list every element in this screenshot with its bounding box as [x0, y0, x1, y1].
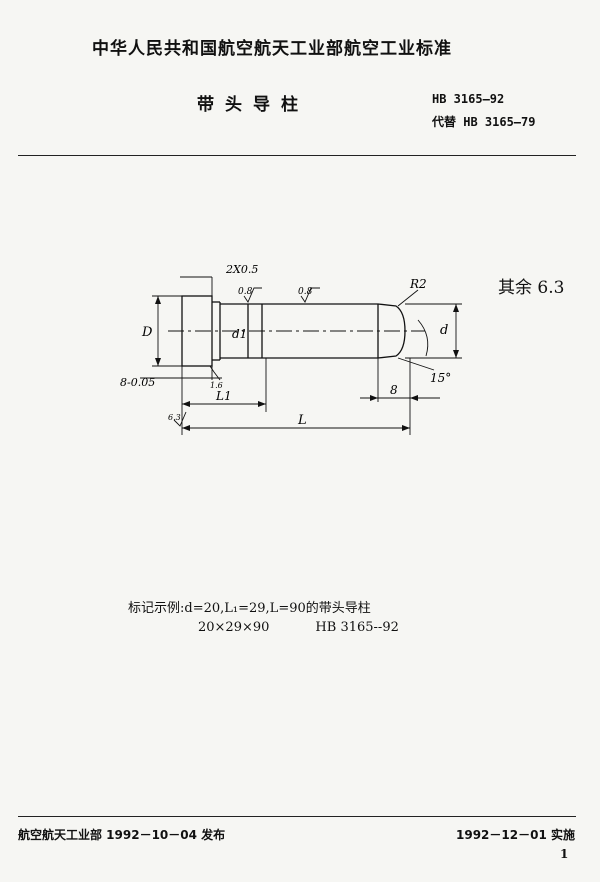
issue-date: 航空航天工业部 1992－10－04 发布: [18, 828, 226, 842]
dim-8-label: 8: [390, 383, 398, 397]
chamfer-label: 2X0.5: [225, 263, 258, 276]
standard-number: HB 3165—92: [432, 92, 505, 106]
page-number: 1: [560, 847, 569, 861]
radius-label: R2: [409, 277, 427, 291]
dim-L1-label: L1: [215, 389, 232, 403]
header-rule: [18, 155, 576, 156]
marking-code: 20×29×90: [198, 620, 270, 635]
footer-rule: [18, 816, 576, 817]
angle-label: 15°: [430, 371, 451, 385]
marking-code-line: 20×29×90 HB 3165--92: [198, 620, 399, 635]
marking-std: HB 3165--92: [315, 620, 399, 635]
head-thickness-label: 8-0.05: [120, 376, 155, 389]
guide-pillar-drawing: 2X0.5 0.8 0.8 R2 D d1 d 15° 8-0.05 1.6 6…: [120, 263, 462, 435]
remaining-roughness-note: 其余 6.3: [498, 278, 565, 298]
marking-example: 标记示例:d=20,L₁=29,L=90的带头导柱: [128, 601, 371, 616]
roughness-label-2: 0.8: [298, 287, 313, 297]
dim-d-label: d: [440, 323, 448, 338]
roughness-bottom-label: 6.3: [168, 413, 181, 422]
implementation-date: 1992－12－01 实施: [456, 828, 575, 842]
dim-L-label: L: [297, 413, 307, 428]
issuing-authority: 中华人民共和国航空航天工业部航空工业标准: [92, 39, 452, 59]
replaces-standard: 代替 HB 3165—79: [432, 115, 536, 129]
dim-D-label: D: [141, 325, 153, 340]
document-title: 带头导柱: [197, 95, 309, 115]
roughness-label-1: 0.8: [238, 287, 253, 297]
roughness-side-label: 1.6: [210, 381, 223, 390]
dim-d1-label: d1: [232, 327, 247, 341]
